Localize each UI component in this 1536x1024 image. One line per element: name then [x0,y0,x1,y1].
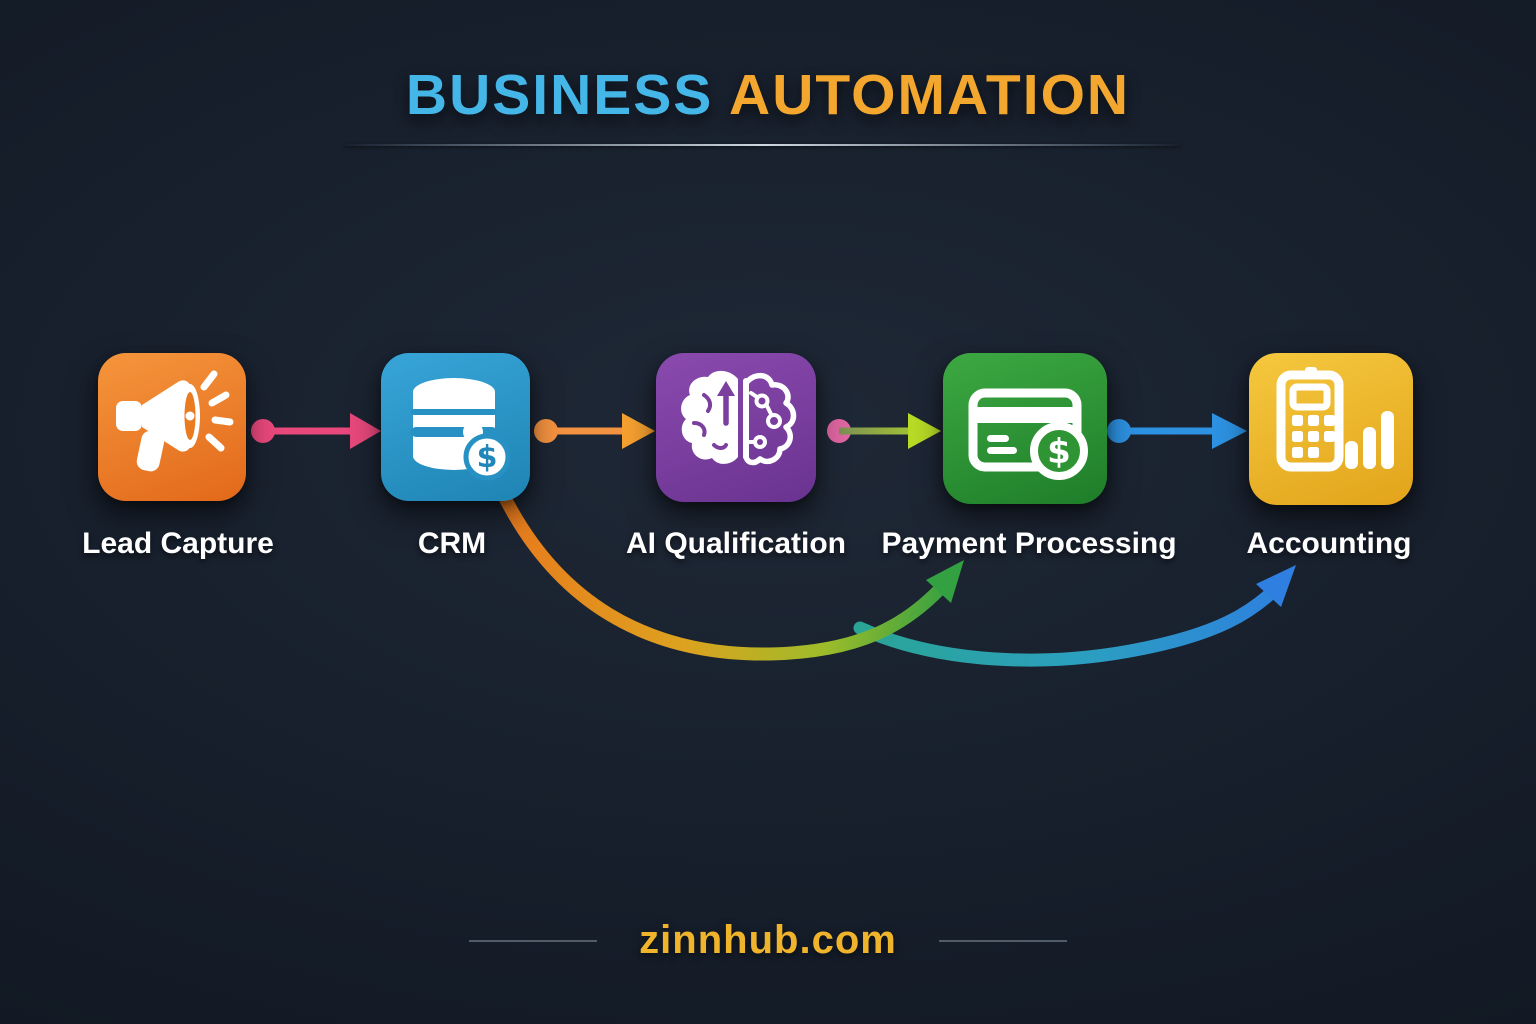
arrowhead-icon [926,560,964,603]
arrowhead-icon [1256,565,1296,607]
arrow-payment-to-accounting [1107,413,1247,449]
title-word-automation: AUTOMATION [729,63,1131,127]
credit-card-dollar-icon: $ [968,388,1088,480]
arrowhead-icon [1212,413,1247,449]
node-label-crm: CRM [417,527,487,560]
arrowhead-icon [622,413,655,449]
curved-arrow-payment-to-accounting [853,565,1296,667]
curved-arrow-crm-to-payment [495,485,964,661]
node-payment-processing: $ [943,353,1107,504]
node-accounting [1249,353,1413,505]
arrowhead-icon [908,413,941,449]
node-ai-qualification [656,353,816,502]
calculator-chart-icon [1276,367,1394,472]
brain-icon [681,370,797,466]
node-label-payment-processing: Payment Processing [881,527,1177,560]
title-divider [345,144,1180,146]
svg-text:$: $ [477,440,498,475]
node-crm: $ [381,353,530,501]
footer-site-name: zinnhub.com [639,918,897,962]
arrow-crm-to-ai [534,413,655,449]
page-title: BUSINESS AUTOMATION [0,62,1536,128]
node-label-lead-capture: Lead Capture [82,527,274,560]
footer-left-dash [469,939,598,942]
arrowhead-icon [350,413,381,449]
node-lead-capture [98,353,246,501]
footer: zinnhub.com [0,918,1536,963]
megaphone-icon [116,370,234,472]
node-label-accounting: Accounting [1246,527,1412,560]
arrow-ai-to-payment [827,413,941,449]
footer-right-dash [938,939,1067,942]
database-dollar-icon: $ [411,378,511,481]
node-label-ai-qualification: AI Qualification [625,527,847,560]
svg-text:$: $ [1047,432,1071,472]
arrow-lead-to-crm [251,413,381,449]
title-word-business: BUSINESS [405,63,714,127]
